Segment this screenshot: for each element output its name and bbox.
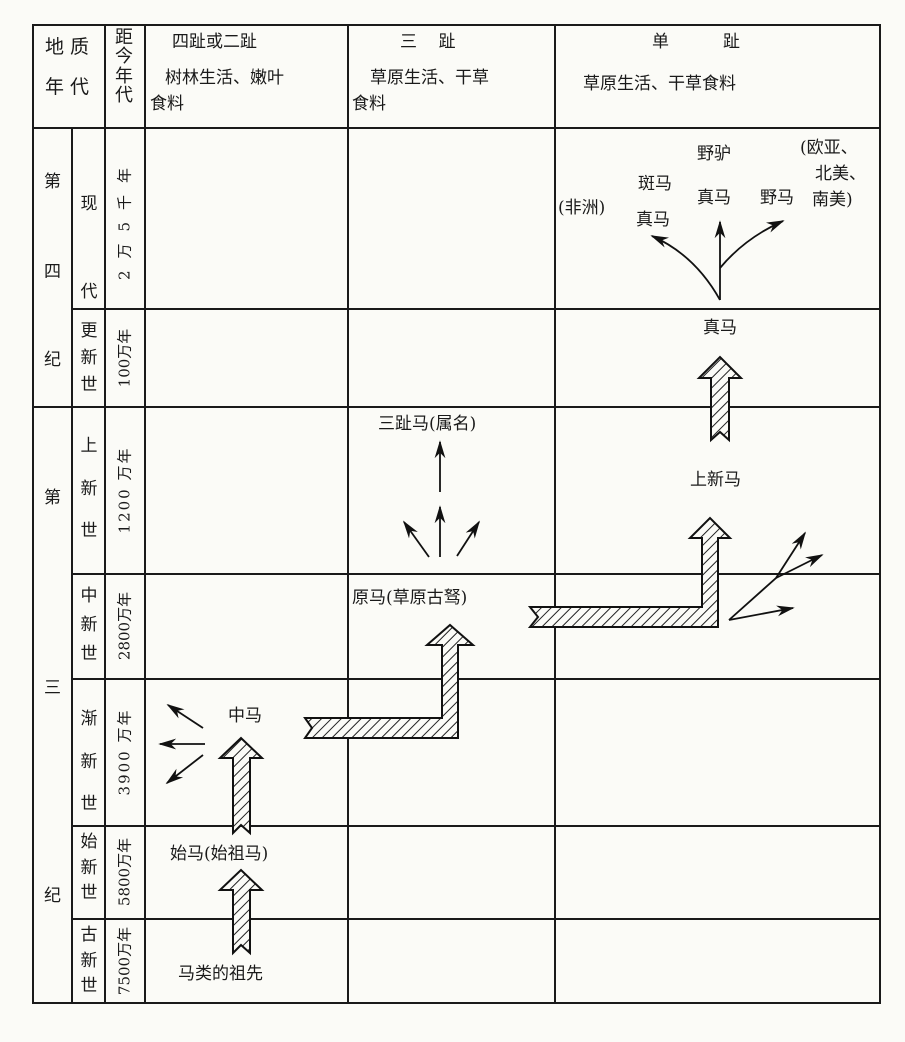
date-miocene: 2800万年	[115, 591, 134, 661]
period-quaternary-char-3: 纪	[44, 350, 61, 370]
header-three-toe-food: 食料	[352, 94, 386, 114]
node-zebra-line2: 真马	[636, 210, 670, 230]
epoch-recent: 现代	[80, 194, 98, 303]
period-quaternary-char-1: 第	[44, 172, 61, 192]
branch-arrows	[158, 220, 824, 785]
header-geologic-age-top: 地 质	[45, 36, 90, 58]
header-time-before-present: 距今年代	[115, 27, 133, 106]
period-tertiary-char-3: 纪	[44, 886, 61, 906]
date-oligocene: 3900 万年	[115, 708, 134, 796]
node-ass-line2: 真马	[697, 188, 731, 208]
header-four-toe-food: 食料	[150, 94, 184, 114]
node-hipparion: 三趾马(属名)	[378, 414, 477, 434]
node-region-line2: 北美、	[815, 164, 866, 184]
epoch-paleocene: 古新世	[80, 925, 98, 996]
date-recent: 2万5千年	[115, 155, 134, 281]
date-pleistocene: 100万年	[115, 328, 134, 388]
table-grid	[32, 24, 881, 1004]
date-eocene: 5800万年	[115, 837, 134, 907]
period-tertiary-char-2: 三	[44, 678, 61, 698]
date-paleocene: 7500万年	[115, 926, 134, 996]
header-one-toe-title: 单 趾	[652, 32, 741, 52]
node-pliohippus: 上新马	[690, 470, 741, 490]
header-three-toe-title: 三 趾	[400, 32, 456, 52]
period-quaternary-char-2: 四	[44, 262, 61, 282]
node-eohippus: 始马(始祖马)	[170, 844, 269, 864]
header-geologic-age-bottom: 年 代	[45, 76, 90, 98]
header-four-toe-title: 四趾或二趾	[172, 32, 257, 52]
arrow-merychippus-to-pliohippus	[527, 516, 733, 628]
node-region-line3: 南美)	[812, 190, 853, 210]
epoch-miocene: 中新世	[80, 586, 98, 664]
header-four-toe-habitat: 树林生活、嫩叶	[165, 68, 284, 88]
arrow-mesohippus-to-merychippus	[303, 623, 476, 739]
epoch-pliocene: 上新世	[80, 436, 98, 541]
epoch-eocene: 始新世	[80, 832, 98, 903]
node-mesohippus: 中马	[228, 706, 262, 726]
arrow-pliohippus-to-equus	[696, 355, 744, 443]
arrow-ancestor-to-eohippus	[217, 868, 265, 956]
epoch-oligocene: 渐新世	[80, 709, 98, 814]
header-one-toe-habitat: 草原生活、干草食料	[583, 74, 736, 94]
date-pliocene: 1200 万年	[115, 446, 134, 534]
node-zebra-line1: 斑马	[638, 174, 672, 194]
header-three-toe-habitat: 草原生活、干草	[370, 68, 489, 88]
hatched-arrows	[217, 355, 744, 956]
period-tertiary-char-1: 第	[44, 488, 61, 508]
node-africa: (非洲)	[558, 198, 606, 218]
node-region-line1: (欧亚、	[800, 138, 858, 158]
epoch-pleistocene: 更新世	[80, 321, 98, 396]
node-wild-horse: 野马	[760, 188, 794, 208]
node-ancestor: 马类的祖先	[178, 964, 263, 984]
node-merychippus: 原马(草原古驽)	[352, 588, 468, 608]
arrow-eohippus-to-mesohippus	[217, 736, 265, 836]
node-equus: 真马	[703, 318, 737, 338]
node-ass-line1: 野驴	[697, 144, 731, 164]
